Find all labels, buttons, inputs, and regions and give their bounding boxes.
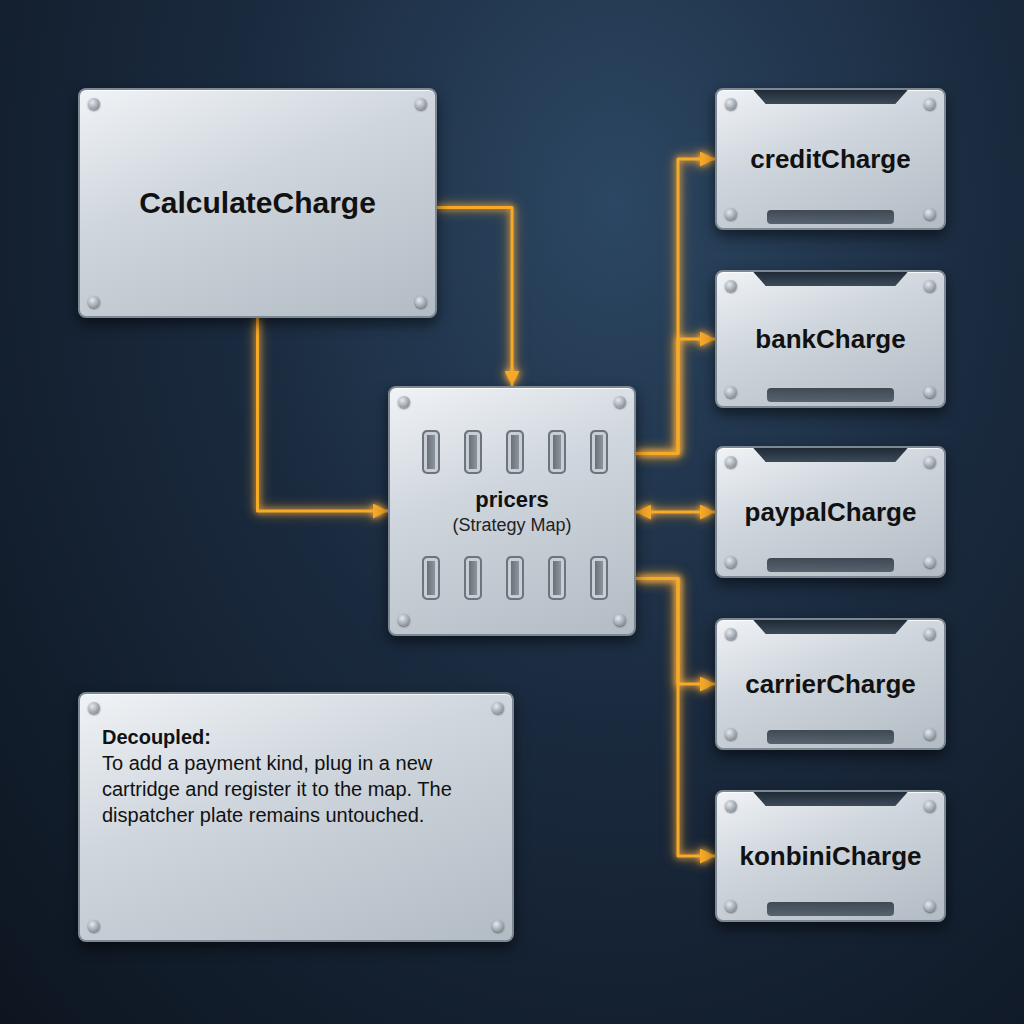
screw [725,98,737,110]
cartridge-top-bar [753,272,907,286]
node-label: pricers [475,486,548,514]
node-label: creditCharge [750,143,910,176]
connector-arrow [258,318,389,511]
charge-cartridge: konbiniCharge [715,790,946,922]
screw [88,920,100,932]
screw [492,920,504,932]
cartridge-top-bar [753,90,907,104]
screw [88,98,100,110]
screw [725,208,737,220]
screw [725,900,737,912]
strategy-slot [548,556,566,600]
connector-arrow [636,579,715,685]
strategy-slot [422,556,440,600]
connector-arrow [636,579,715,857]
screw [924,800,936,812]
strategy-slot [548,430,566,474]
strategy-slot [422,430,440,474]
screw [725,628,737,640]
screw [88,702,100,714]
screw [924,728,936,740]
screw [924,628,936,640]
node-label: bankCharge [755,323,905,356]
cartridge-top-bar [753,792,907,806]
node-label: konbiniCharge [739,840,921,873]
strategy-slot [590,430,608,474]
screw [725,280,737,292]
screw [614,614,626,626]
node-subtitle: (Strategy Map) [452,514,571,537]
screw [398,614,410,626]
charge-cartridge: paypalCharge [715,446,946,578]
note-heading: Decoupled: [102,724,490,750]
note-panel: Decoupled:To add a payment kind, plug in… [78,692,514,942]
screw [924,900,936,912]
node-label: carrierCharge [745,668,916,701]
screw [924,556,936,568]
strategy-slot [590,556,608,600]
charge-cartridge: bankCharge [715,270,946,408]
cartridge-top-bar [753,448,907,462]
screw [88,296,100,308]
screw [398,396,410,408]
cartridge-bottom-bar [767,558,894,572]
strategy-slot [464,430,482,474]
strategy-slot [464,556,482,600]
screw [614,396,626,408]
connector-arrow [636,511,715,514]
screw [924,280,936,292]
screw [924,98,936,110]
strategy-slot [506,556,524,600]
charge-cartridge: creditCharge [715,88,946,230]
screw [725,800,737,812]
charge-cartridge: carrierCharge [715,618,946,750]
connector-arrow [636,339,715,454]
screw [725,556,737,568]
cartridge-bottom-bar [767,902,894,916]
cartridge-bottom-bar [767,388,894,402]
screw [725,728,737,740]
screw [415,296,427,308]
connector-arrow [437,208,512,386]
note-body: To add a payment kind, plug in a new car… [102,750,490,828]
strategy-map: pricers(Strategy Map) [388,386,636,636]
screw [415,98,427,110]
node-label: CalculateCharge [139,184,376,222]
connector-arrow [636,159,715,454]
dispatcher-plate: CalculateCharge [78,88,437,318]
node-label: paypalCharge [745,496,917,529]
cartridge-top-bar [753,620,907,634]
screw [725,456,737,468]
cartridge-bottom-bar [767,210,894,224]
screw [924,386,936,398]
screw [725,386,737,398]
cartridge-bottom-bar [767,730,894,744]
screw [924,456,936,468]
strategy-slot [506,430,524,474]
screw [492,702,504,714]
screw [924,208,936,220]
